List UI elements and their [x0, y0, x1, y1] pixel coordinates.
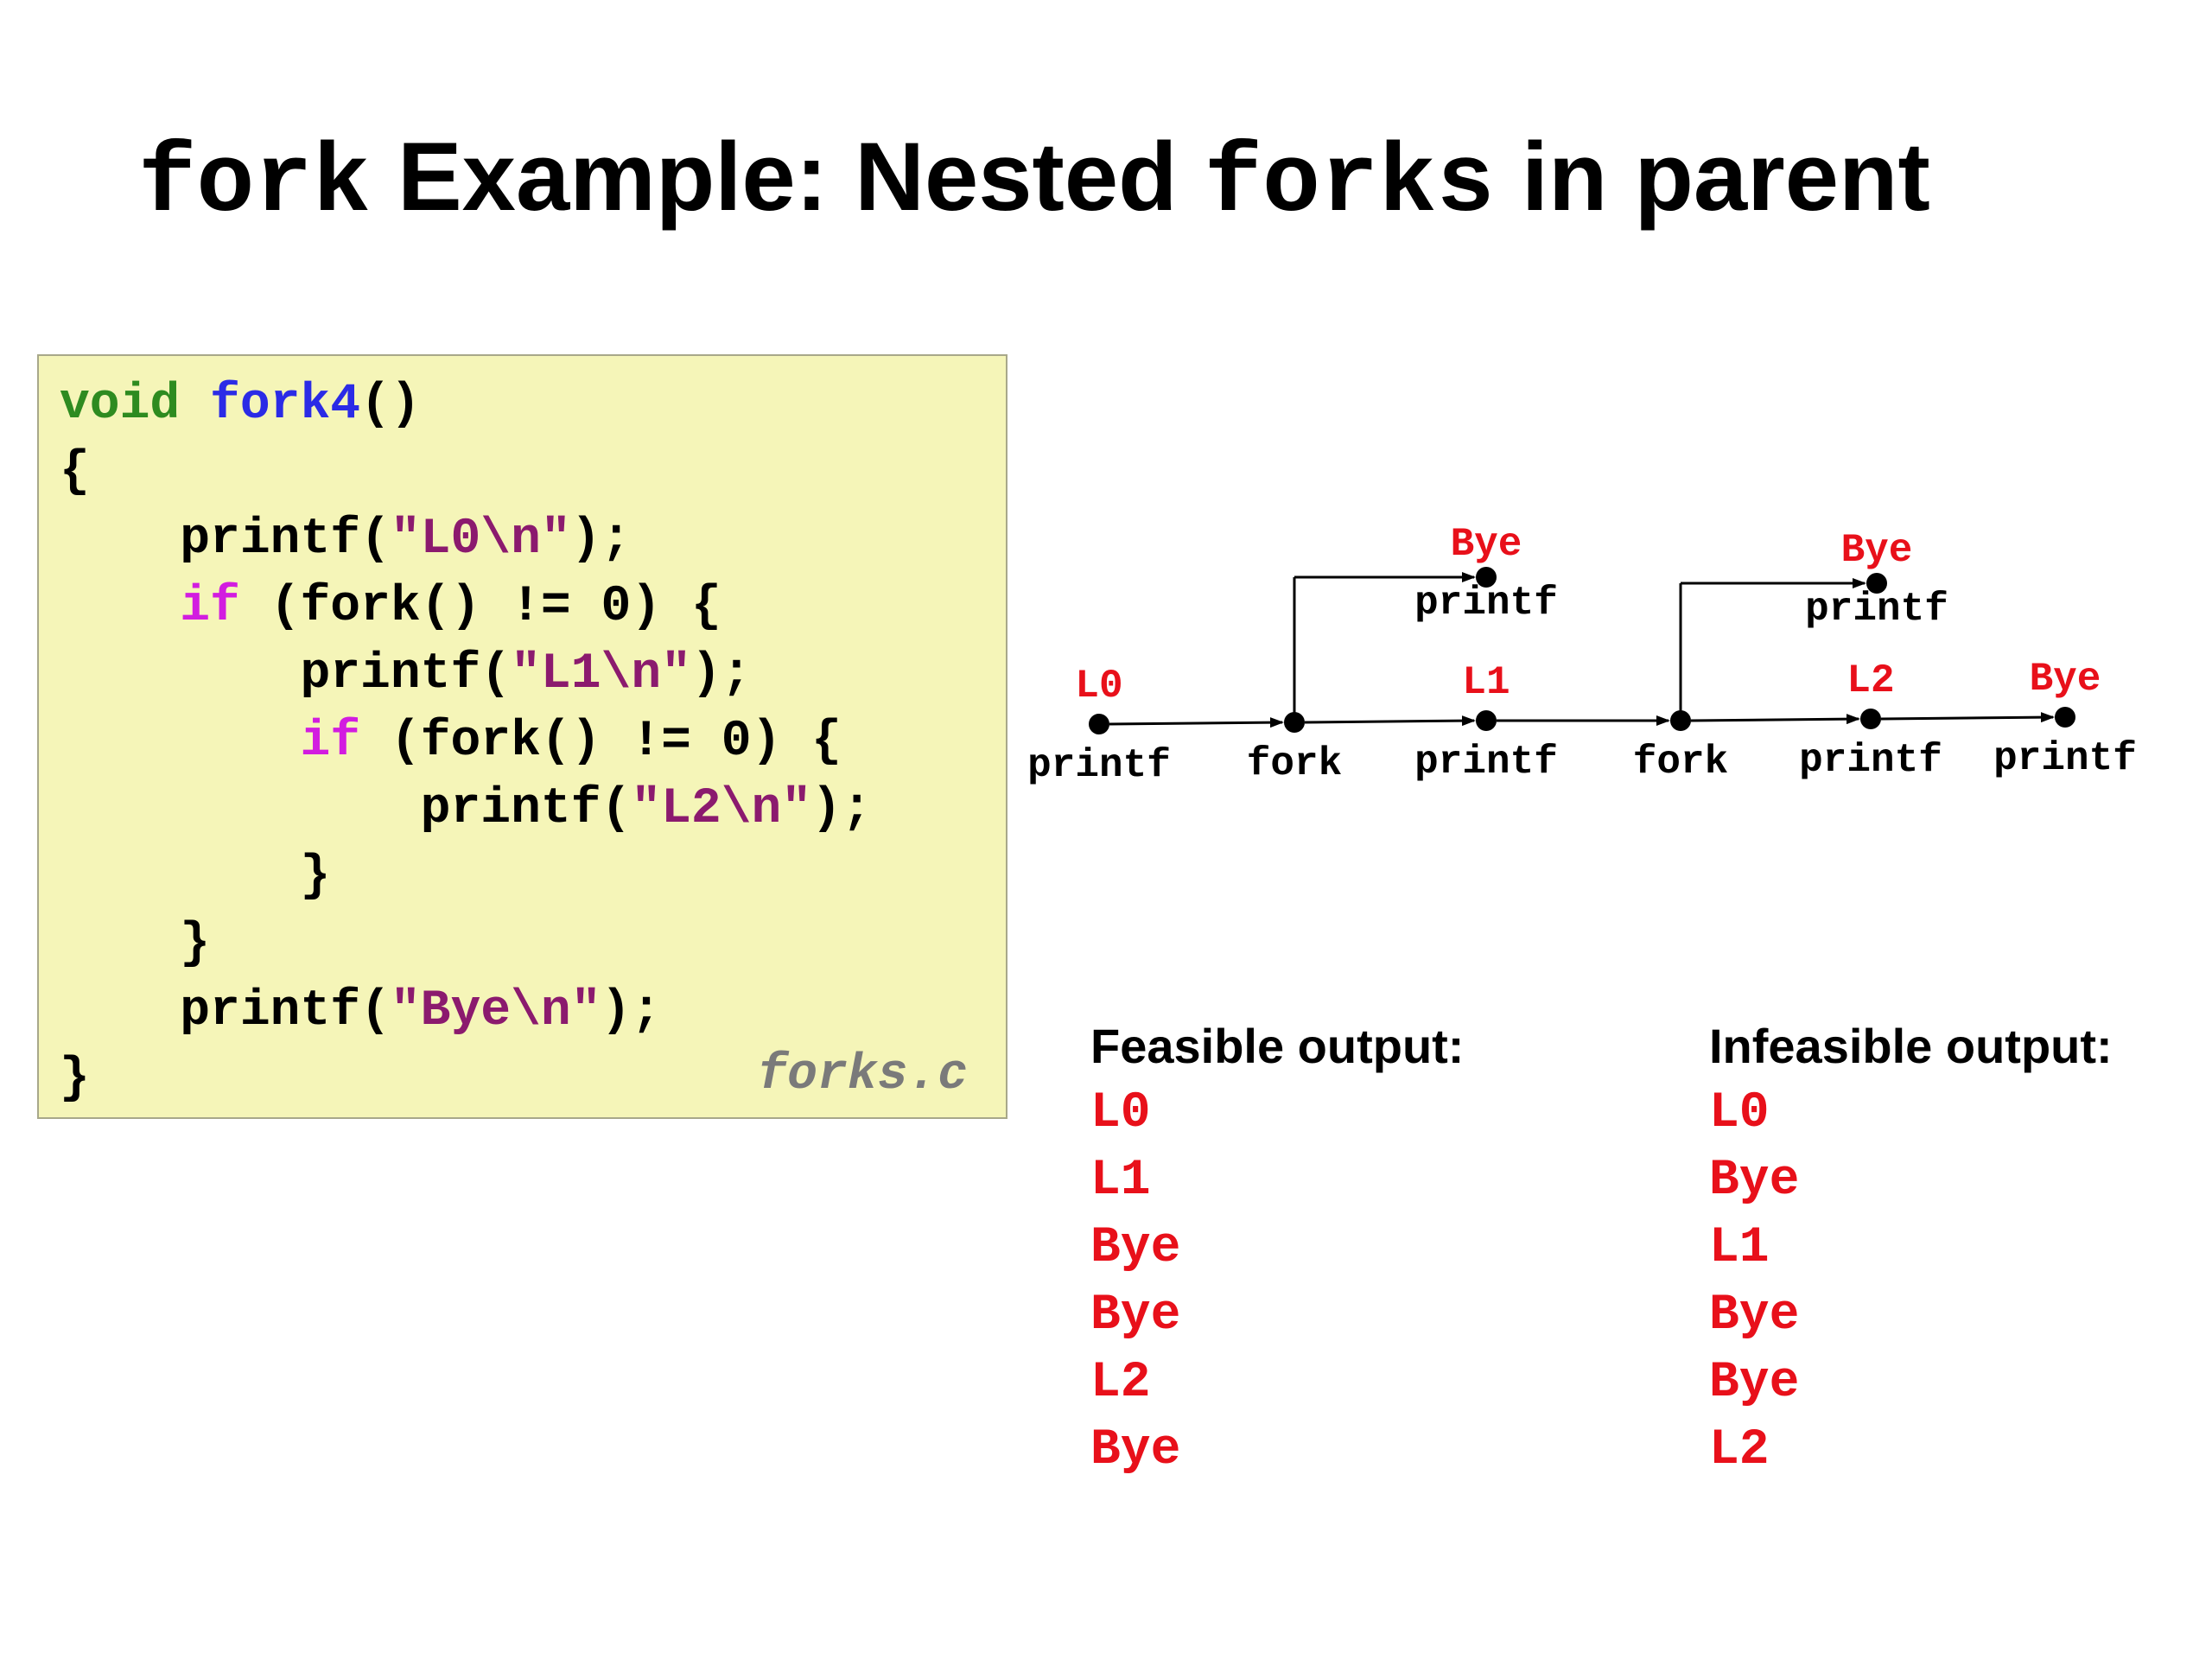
code-line: printf("L1\n"); [60, 641, 752, 709]
node-label: printf [1414, 740, 1558, 785]
code-token: (fork() != 0) { [360, 714, 842, 770]
graph-node [1476, 710, 1497, 731]
output-item: Bye [1090, 1422, 1181, 1478]
code-token: "L2\n" [631, 781, 812, 837]
output-item: Bye [1709, 1355, 1800, 1411]
node-label: printf [1805, 587, 1948, 632]
node-output-label: Bye [1451, 522, 1522, 567]
output-item: L1 [1090, 1153, 1151, 1209]
graph-node [1670, 710, 1691, 731]
code-line: printf("Bye\n"); [60, 978, 661, 1046]
code-token: printf( [60, 646, 512, 702]
code-token: "Bye\n" [390, 983, 601, 1039]
page-title: fork Example: Nested forks in parent [138, 121, 1930, 239]
code-token: "L0\n" [390, 512, 571, 568]
infeasible-header: Infeasible output: [1709, 1019, 2113, 1073]
graph-node [1284, 712, 1305, 733]
code-line: if (fork() != 0) { [60, 574, 721, 641]
code-token: ); [690, 646, 752, 702]
code-line: } [60, 911, 210, 978]
code-token: } [60, 1051, 90, 1107]
node-output-label: L1 [1462, 660, 1510, 705]
graph-node-child [1866, 573, 1887, 594]
node-label: printf [1993, 736, 2137, 781]
node-label: printf [1414, 581, 1558, 626]
code-line: } [60, 1046, 90, 1113]
code-token: } [60, 916, 211, 972]
code-token: ); [811, 781, 872, 837]
title-forks: forks [1204, 130, 1495, 239]
edge-arrow [1109, 717, 1284, 728]
title-text-2: in parent [1494, 123, 1930, 231]
code-token: fork4 [210, 377, 361, 433]
code-token: printf( [60, 512, 391, 568]
code-token: "L1\n" [511, 646, 691, 702]
edge-arrow [1880, 712, 2055, 723]
title-fork: fork [138, 130, 371, 239]
graph-node [2055, 707, 2075, 728]
output-item: L1 [1709, 1220, 1770, 1276]
code-token: (fork() != 0) { [239, 579, 721, 635]
code-line: if (fork() != 0) { [60, 709, 842, 776]
code-token: printf( [60, 983, 391, 1039]
code-token: () [360, 377, 421, 433]
code-token: printf( [60, 781, 632, 837]
node-label: fork [1247, 741, 1342, 786]
output-item: Bye [1090, 1287, 1181, 1344]
node-label: printf [1027, 743, 1171, 788]
title-text-1: Example: Nested [370, 123, 1205, 231]
node-label: fork [1633, 740, 1728, 785]
node-output-label: L2 [1847, 658, 1894, 703]
code-line: } [60, 843, 330, 911]
node-output-label: Bye [1841, 528, 1913, 573]
graph-edges [1109, 572, 2055, 728]
code-token: { [60, 444, 90, 500]
code-token: ); [601, 983, 662, 1039]
output-item: L0 [1709, 1085, 1770, 1141]
code-token: } [60, 849, 331, 905]
edge-arrow [1304, 715, 1476, 727]
filename-label: forks.c [757, 1047, 968, 1103]
output-item: L0 [1090, 1085, 1151, 1141]
code-token: void [60, 377, 211, 433]
output-item: Bye [1709, 1153, 1800, 1209]
code-token: ); [570, 512, 632, 568]
code-line: void fork4() [60, 372, 421, 439]
edge-arrow [1690, 714, 1860, 725]
graph-node [1860, 709, 1881, 729]
code-token: if [300, 714, 361, 770]
node-output-label: L0 [1075, 664, 1122, 709]
feasible-header: Feasible output: [1090, 1019, 1465, 1073]
code-listing: void fork4(){ printf("L0\n"); if (fork()… [37, 354, 1007, 1119]
code-line: { [60, 439, 90, 506]
output-item: L2 [1090, 1355, 1151, 1411]
node-label: printf [1799, 738, 1942, 783]
output-item: Bye [1709, 1287, 1800, 1344]
graph-node [1089, 714, 1109, 734]
node-output-label: Bye [2030, 657, 2101, 702]
code-line: printf("L2\n"); [60, 776, 872, 843]
code-token: if [180, 579, 240, 635]
output-item: L2 [1709, 1422, 1770, 1478]
code-line: printf("L0\n"); [60, 506, 631, 574]
output-item: Bye [1090, 1220, 1181, 1276]
graph-node-child [1476, 567, 1497, 588]
